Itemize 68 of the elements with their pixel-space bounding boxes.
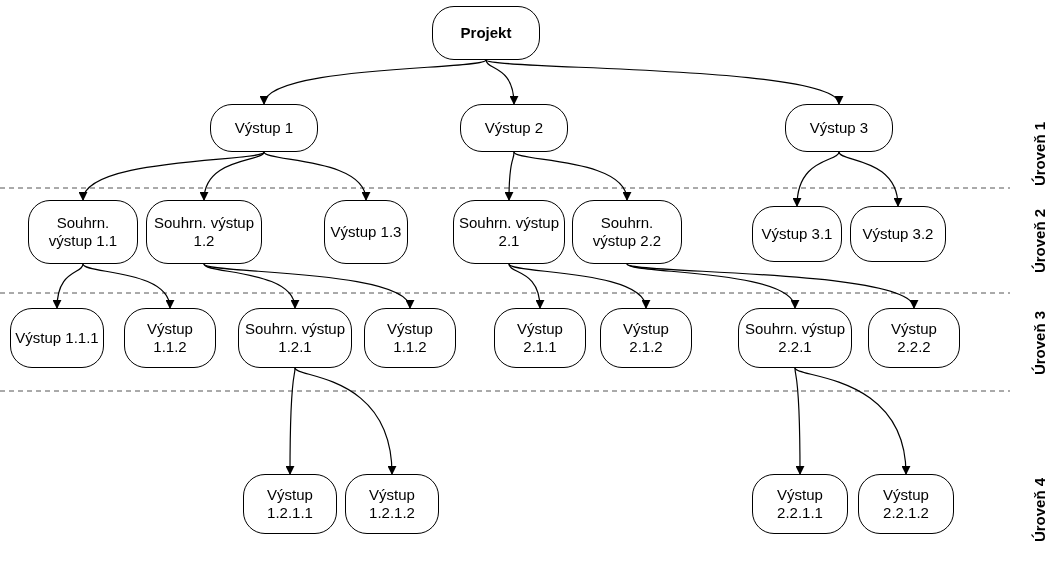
node-label: Souhrn. výstup 1.2	[152, 214, 256, 250]
node-label: Výstup 2.2.1.2	[882, 486, 930, 522]
node-label: Výstup 3.2	[862, 225, 934, 243]
rounded-box	[785, 104, 893, 152]
node-label: Výstup 1.1.1	[15, 329, 99, 347]
level-label: Úroveň 2	[1029, 208, 1049, 274]
node-label: Projekt	[460, 24, 512, 42]
arrow	[294, 367, 396, 475]
rounded-box	[453, 200, 565, 264]
arrow	[513, 151, 630, 201]
node-label: Výstup 1.2.1.2	[368, 486, 416, 522]
node-label: Výstup 1.1.2	[146, 320, 194, 356]
rounded-box	[124, 308, 216, 368]
rounded-box	[364, 308, 456, 368]
rounded-box	[494, 308, 586, 368]
rounded-box	[28, 200, 138, 264]
rounded-box	[572, 200, 682, 264]
level-label: Úroveň 1	[1029, 121, 1049, 187]
arrow	[838, 151, 902, 207]
node-label: Výstup 2.1.1	[516, 320, 564, 356]
rounded-box	[345, 474, 439, 534]
rounded-box	[460, 104, 568, 152]
rounded-box	[324, 200, 408, 264]
node-label: Souhrn. výstup 2.2.1	[743, 320, 847, 356]
arrow	[82, 263, 173, 309]
arrow	[508, 263, 544, 309]
arrow	[81, 151, 265, 201]
arrow	[285, 367, 296, 475]
arrow	[794, 367, 910, 475]
rounded-box	[600, 308, 692, 368]
level-label: Úroveň 4	[1029, 477, 1049, 543]
rounded-box	[146, 200, 262, 264]
level-label: Úroveň 3	[1029, 310, 1049, 376]
arrow	[504, 151, 515, 201]
node-label: Souhrn. výstup 2.1	[458, 214, 560, 250]
node-label: Souhrn. výstup 2.2	[591, 214, 663, 250]
node-label: Výstup 1.1.2	[386, 320, 434, 356]
rounded-box	[850, 206, 946, 262]
arrow	[263, 59, 487, 105]
rounded-box	[752, 474, 848, 534]
node-label: Výstup 3	[809, 119, 869, 137]
node-label: Výstup 1	[234, 119, 294, 137]
node-label: Souhrn. výstup 1.2.1	[243, 320, 347, 356]
node-label: Výstup 3.1	[761, 225, 833, 243]
node-label: Výstup 2.1.2	[622, 320, 670, 356]
rounded-box	[243, 474, 337, 534]
node-label: Výstup 1.3	[330, 223, 402, 241]
rounded-box	[10, 308, 104, 368]
arrow	[794, 367, 805, 475]
rounded-box	[210, 104, 318, 152]
rounded-box	[858, 474, 954, 534]
arrow	[200, 151, 265, 201]
arrow	[508, 263, 648, 309]
node-label: Souhrn. výstup 1.1	[47, 214, 119, 250]
rounded-box	[868, 308, 960, 368]
rounded-box	[752, 206, 842, 262]
arrow	[793, 151, 840, 207]
rounded-box	[738, 308, 852, 368]
rounded-box	[432, 6, 540, 60]
node-label: Výstup 2.2.1.1	[776, 486, 824, 522]
arrow	[52, 263, 84, 309]
rounded-box	[238, 308, 352, 368]
arrow	[485, 59, 518, 105]
node-label: Výstup 2.2.2	[890, 320, 938, 356]
arrow	[203, 263, 298, 309]
node-label: Výstup 1.2.1.1	[266, 486, 314, 522]
arrow	[263, 151, 369, 201]
node-label: Výstup 2	[484, 119, 544, 137]
